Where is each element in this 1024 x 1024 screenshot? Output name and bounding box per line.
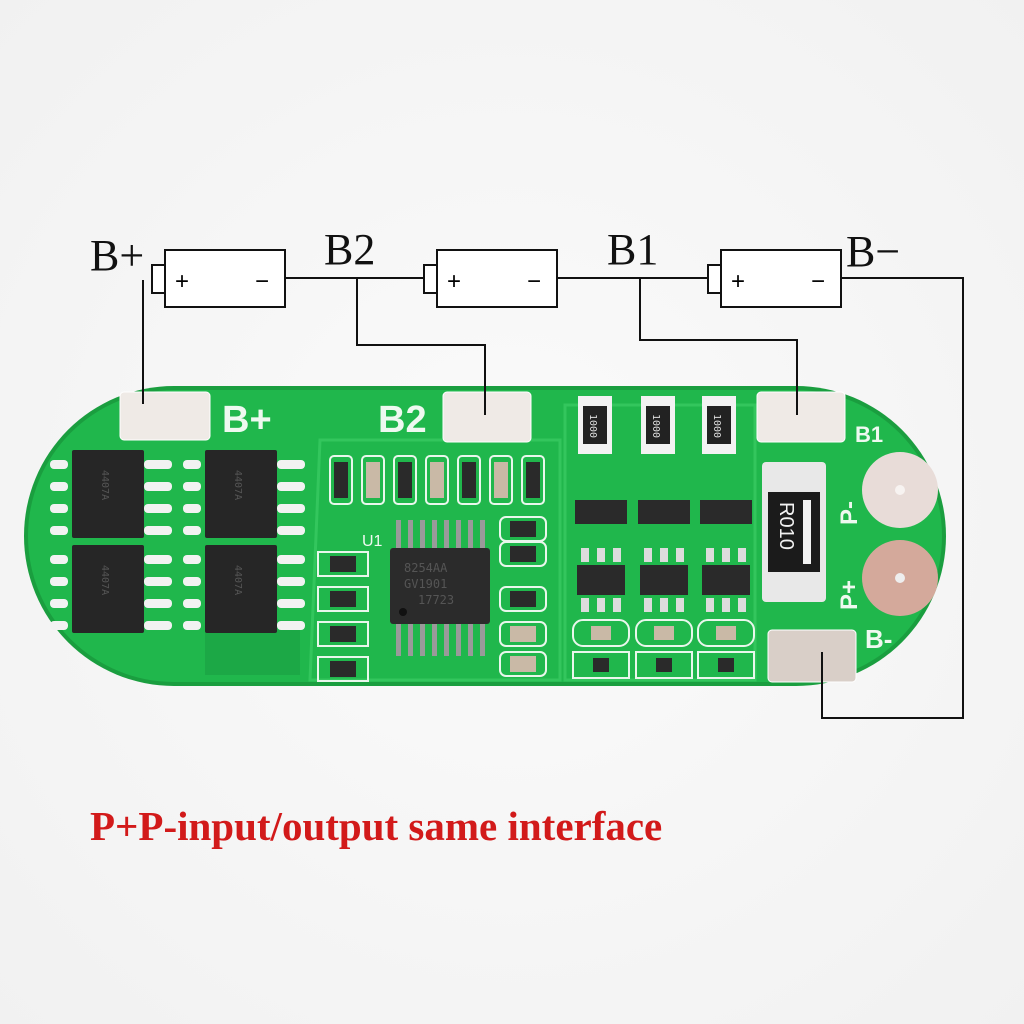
pads [119,391,938,683]
caption: P+P-input/output same interface [90,803,663,849]
diagram-label-b1: B1 [607,225,658,274]
smd-part [499,651,547,677]
balance-chip [635,500,693,679]
battery-plus: + [731,268,745,295]
board-label-p-minus: P- [836,501,863,525]
battery-plus: + [175,268,189,295]
board-label-b-minus: B- [865,624,892,654]
board-label-b1: B1 [855,422,883,447]
ic-marking-2: GV1901 [404,577,447,591]
smd-part [425,455,449,505]
resistor-label-2: 1000 [650,414,661,438]
smd-part [499,621,547,647]
battery-plus: + [447,268,461,295]
smd-part [317,551,369,577]
battery-cell-1: + − [151,249,286,308]
svg-text:4407A: 4407A [99,470,110,500]
balance-chips [572,500,755,679]
ic-marking-1: 8254AA [404,561,448,575]
mosfet-chip: 4407A [183,450,305,538]
shunt-resistor: R010 [762,462,826,602]
smd-part [521,455,545,505]
smd-part [499,586,547,612]
pad-b2 [442,391,532,443]
smd-part [499,541,547,567]
resistor-label-1: 1000 [587,414,598,438]
battery-minus: − [255,268,269,295]
board-label-p-plus: P+ [836,580,863,610]
board-label-b-plus: B+ [222,399,272,441]
mosfet-chip: 4407A [50,450,172,538]
smd-part [393,455,417,505]
diagram-label-b-plus: B+ [90,231,144,280]
smd-part [317,621,369,647]
ic-ref-label: U1 [362,533,383,550]
smd-part [489,455,513,505]
battery-minus: − [811,268,825,295]
smd-part [361,455,385,505]
svg-text:4407A: 4407A [232,470,243,500]
resistor-label-3: 1000 [711,414,722,438]
smd-part [329,455,353,505]
pad-b-minus [767,629,857,683]
board-label-b2: B2 [378,399,427,441]
shunt-label: R010 [775,502,797,550]
protection-ic: 8254AA GV1901 17723 [390,520,490,656]
svg-text:4407A: 4407A [99,565,110,595]
smd-components [317,455,547,682]
mosfet-chip: 4407A [183,545,305,633]
battery-cell-2: + − [423,249,558,308]
diagram-label-b-minus: B− [846,227,900,276]
smd-part [317,586,369,612]
svg-text:4407A: 4407A [232,565,243,595]
pad-b-plus [119,391,211,441]
smd-part [317,656,369,682]
balance-resistors: 1000 1000 1000 [578,396,736,454]
balance-chip [697,500,755,679]
battery-cell-3: + − [707,249,842,308]
wiring [142,277,964,719]
smd-part [457,455,481,505]
mosfet-chip: 4407A [50,545,172,633]
diagram-label-b2: B2 [324,225,375,274]
balance-chip [572,500,630,679]
battery-minus: − [527,268,541,295]
pad-b1 [756,391,846,443]
ic-marking-3: 17723 [418,593,454,607]
mosfet-group: 4407A 4407A 4407A 4407A [50,450,305,633]
